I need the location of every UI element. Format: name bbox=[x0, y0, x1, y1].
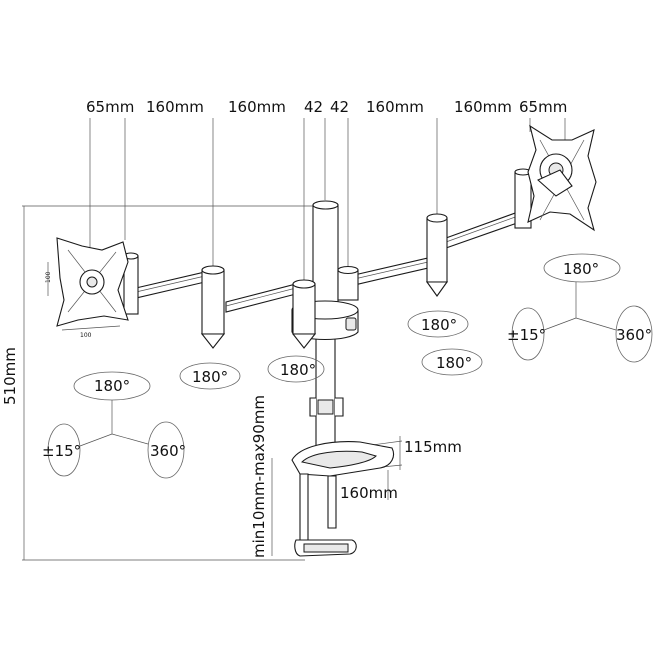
left-tilt-15: ±15° bbox=[42, 442, 81, 460]
clamp-range-dimension: min10mm-max90mm bbox=[250, 395, 273, 558]
left-plate-label-100-v: 100 bbox=[45, 271, 52, 283]
left-rotate-360: 360° bbox=[150, 442, 186, 460]
right-arm-assembly bbox=[337, 168, 532, 301]
dim-right-160mm-b: 160mm bbox=[454, 98, 512, 116]
rotation-indicator-right: 180° ±15° 360° bbox=[507, 253, 653, 363]
left-plate-label-100-h: 100 bbox=[80, 332, 92, 339]
central-pole bbox=[309, 200, 344, 456]
dim-height-510mm: 510mm bbox=[1, 347, 19, 405]
joint-swivel-right-a: 180° bbox=[421, 316, 457, 334]
dim-left-160mm-b: 160mm bbox=[228, 98, 286, 116]
right-vesa-plate bbox=[527, 124, 597, 232]
left-swivel-180: 180° bbox=[94, 377, 130, 395]
desk-clamp bbox=[291, 441, 395, 557]
joint-swivel-indicators: 180° 180° 180° 180° bbox=[179, 310, 483, 390]
right-swivel-180: 180° bbox=[563, 260, 599, 278]
dim-center-42-a: 42 bbox=[304, 98, 323, 116]
height-dimension: 510mm bbox=[1, 205, 325, 561]
dim-left-160mm-a: 160mm bbox=[146, 98, 204, 116]
dim-base-depth: 115mm bbox=[404, 438, 462, 456]
right-tilt-15: ±15° bbox=[507, 326, 546, 344]
dim-left-65mm: 65mm bbox=[86, 98, 134, 116]
left-vesa-plate: 100 100 bbox=[45, 237, 129, 339]
dim-right-65mm: 65mm bbox=[519, 98, 567, 116]
left-arm-assembly bbox=[123, 252, 317, 349]
right-rotate-360: 360° bbox=[616, 326, 652, 344]
rotation-indicator-left: 180° ±15° 360° bbox=[42, 371, 186, 479]
base-dimensions: 115mm 160mm bbox=[329, 436, 462, 502]
dim-clamp-range: min10mm-max90mm bbox=[250, 395, 268, 558]
joint-swivel-right-b: 180° bbox=[436, 354, 472, 372]
joint-swivel-left-outer: 180° bbox=[192, 368, 228, 386]
dim-center-42-b: 42 bbox=[330, 98, 349, 116]
joint-swivel-left-inner: 180° bbox=[280, 361, 316, 379]
dim-base-width: 160mm bbox=[340, 484, 398, 502]
dimension-leaders bbox=[89, 118, 566, 285]
dim-right-160mm-a: 160mm bbox=[366, 98, 424, 116]
